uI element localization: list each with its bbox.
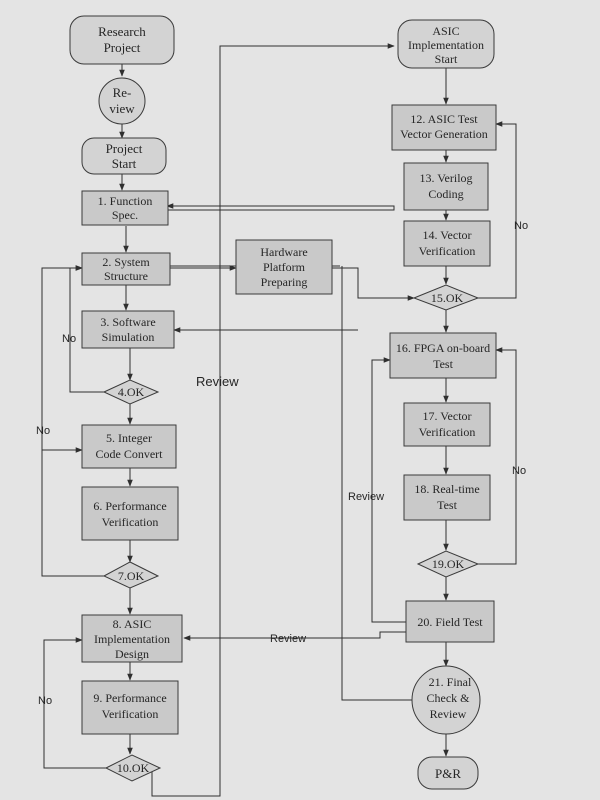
decision-19-ok: 19.OK <box>416 550 480 578</box>
node-label: 12. ASIC Test <box>410 112 478 126</box>
decision-label: 7.OK <box>118 569 145 583</box>
node-label: Verification <box>102 515 159 529</box>
node-6-performance-verification: 6. Performance Verification <box>81 486 179 541</box>
node-20-field-test: 20. Field Test <box>405 600 495 643</box>
node-label: Test <box>437 498 457 512</box>
node-research-project: Research Project <box>69 15 175 65</box>
node-label: Design <box>115 647 149 661</box>
node-3-software-simulation: 3. Software Simulation <box>81 310 175 349</box>
node-14-vector-verification: 14. Vector Verification <box>403 220 491 267</box>
node-12-asic-test-vector-generation: 12. ASIC Test Vector Generation <box>391 104 497 151</box>
decision-label: 19.OK <box>432 557 465 571</box>
node-label: 3. Software <box>100 315 155 329</box>
node-label: 1. Function <box>98 194 153 208</box>
node-16-fpga-on-board-test: 16. FPGA on-board Test <box>389 332 497 379</box>
decision-label: 4.OK <box>118 385 145 399</box>
node-label: 14. Vector <box>422 228 471 242</box>
edge-label-review: Review <box>348 491 384 503</box>
node-label: 2. System <box>102 255 150 269</box>
node-label: Re- <box>113 85 132 100</box>
edge-label-no: No <box>36 425 50 437</box>
node-label: Verification <box>419 244 476 258</box>
node-label: Project <box>104 40 141 55</box>
node-label: Implementation <box>94 632 170 646</box>
node-label: Project <box>106 141 143 156</box>
node-label: Review <box>430 707 467 721</box>
node-review: Re- view <box>98 77 146 125</box>
decision-label: 10.OK <box>117 761 150 775</box>
edge-label-no: No <box>38 695 52 707</box>
node-asic-implementation-start: ASIC Implementation Start <box>397 19 495 69</box>
node-label: Vector Generation <box>400 127 488 141</box>
node-2-system-structure: 2. System Structure <box>81 252 171 286</box>
node-label: 20. Field Test <box>417 615 483 629</box>
node-label: 9. Performance <box>93 691 166 705</box>
node-label: P&R <box>435 766 461 781</box>
node-label: ASIC <box>432 24 459 38</box>
node-label: Structure <box>104 269 148 283</box>
edge-label-no: No <box>512 465 526 477</box>
node-label: Hardware <box>260 245 307 259</box>
decision-10-ok: 10.OK <box>104 754 162 782</box>
decision-label: 15.OK <box>431 291 464 305</box>
node-label: 8. ASIC <box>113 617 152 631</box>
node-label: Verification <box>102 707 159 721</box>
node-hardware-platform: Hardware Platform Preparing <box>235 239 333 295</box>
node-label: 6. Performance <box>93 499 166 513</box>
node-label: 17. Vector <box>422 409 471 423</box>
node-label: Check & <box>427 691 471 705</box>
node-label: 13. Verilog <box>419 171 472 185</box>
node-13-verilog-coding: 13. Verilog Coding <box>403 162 489 211</box>
node-project-start: Project Start <box>81 137 167 175</box>
node-label: 16. FPGA on-board <box>396 341 490 355</box>
node-17-vector-verification: 17. Vector Verification <box>403 402 491 447</box>
edge-label-no: No <box>514 220 528 232</box>
node-label: Platform <box>263 260 306 274</box>
node-label: Coding <box>428 187 463 201</box>
node-8-asic-implementation-design: 8. ASIC Implementation Design <box>81 614 183 663</box>
node-p-and-r: P&R <box>417 756 479 790</box>
node-label: Research <box>98 24 146 39</box>
node-label: Test <box>433 357 453 371</box>
decision-4-ok: 4.OK <box>102 379 160 405</box>
node-label: Code Convert <box>96 447 164 461</box>
node-label: Start <box>435 52 458 66</box>
node-label: 5. Integer <box>106 431 152 445</box>
node-18-real-time-test: 18. Real-time Test <box>403 474 491 521</box>
decision-15-ok: 15.OK <box>412 284 480 311</box>
node-21-final-check-review: 21. Final Check & Review <box>411 665 481 735</box>
node-label: Spec. <box>112 208 138 222</box>
node-9-performance-verification: 9. Performance Verification <box>81 680 179 735</box>
node-label: 18. Real-time <box>414 482 479 496</box>
node-label: view <box>109 101 135 116</box>
node-label: Start <box>112 156 137 171</box>
node-label: Preparing <box>261 275 308 289</box>
edge-label-review: Review <box>196 374 239 389</box>
edge-labels: No No No Review Review Review No No <box>36 220 528 707</box>
node-label: Implementation <box>408 38 484 52</box>
edge-label-no: No <box>62 333 76 345</box>
node-1-function-spec: 1. Function Spec. <box>81 190 169 226</box>
decision-7-ok: 7.OK <box>102 561 160 589</box>
node-label: Simulation <box>102 330 155 344</box>
node-label: 21. Final <box>429 675 472 689</box>
node-5-integer-code-convert: 5. Integer Code Convert <box>81 424 177 469</box>
node-label: Verification <box>419 425 476 439</box>
edge-label-review: Review <box>270 633 306 645</box>
